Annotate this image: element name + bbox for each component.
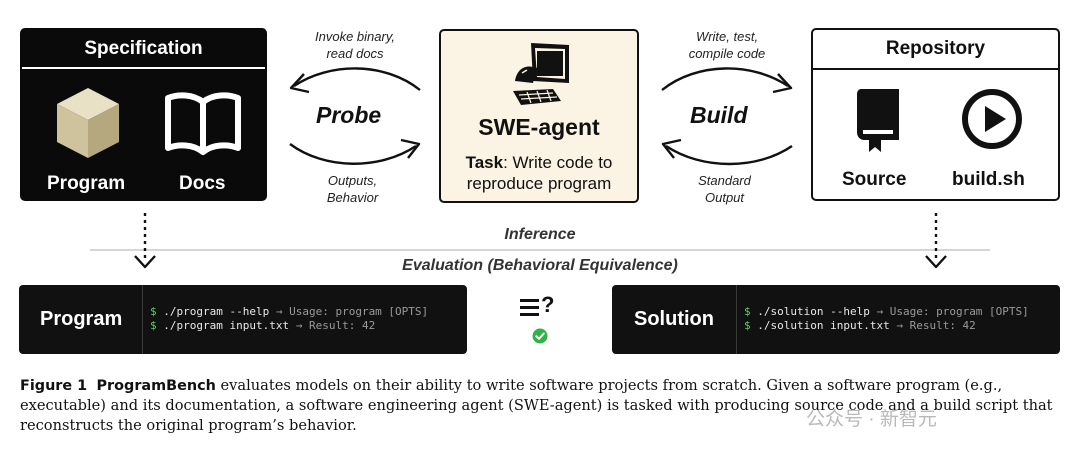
prompt-symbol: $ [744,305,751,318]
swe-agent-title: SWE-agent [478,114,600,140]
task-text: : Write code to [503,153,613,172]
program-out-1: Usage: program [OPTS] [289,305,429,318]
program-terminal-label: Program [40,308,123,330]
arrow: → [295,319,303,332]
program-terminal: Program $ ./program --help → Usage: prog… [19,285,467,354]
program-label: Program [47,173,126,194]
probe-arrows [289,67,421,165]
specification-box: Specification Program Docs [20,28,267,201]
figure-caption: Figure 1 ProgramBench evaluates models o… [20,376,1065,436]
terminal-divider [142,285,143,354]
probe-label: Probe [316,102,382,128]
arrow: → [876,305,884,318]
solution-out-2: Result: 42 [909,319,976,332]
book-icon [165,92,241,155]
inference-label: Inference [504,226,576,243]
prompt-symbol: $ [744,319,751,332]
docs-label: Docs [179,173,226,194]
agent-task: Task: Write code to reproduce program [441,152,637,194]
probe-bottom-text: Outputs, Behavior [326,173,379,205]
swe-agent-box: SWE-agent Task: Write code to reproduce … [439,29,639,203]
build-bottom-text: Standard Output [698,173,751,205]
source-book-icon [857,89,899,152]
arrow: → [896,319,903,332]
solution-cmd-1: ./solution --help [757,305,870,318]
build-label: Build [690,102,748,128]
terminal-divider [736,285,737,354]
caption-text: evaluates models on their ability to wri… [20,377,1053,434]
cube-icon [57,88,119,158]
build-sh-label: build.sh [952,169,1025,190]
source-label: Source [842,169,907,190]
computer-user-icon [513,43,569,105]
watermark: 公众号 · 新智元 [806,409,937,430]
caption-name: ProgramBench [96,378,216,394]
prompt-symbol: $ [150,319,157,332]
arrow: → [275,305,283,318]
probe-top-text: Invoke binary, read docs [315,29,395,61]
program-cmd-1: ./program --help [163,305,270,318]
task-text-line2: reproduce program [466,174,612,193]
check-icon [532,328,548,344]
connector-lines [90,213,990,269]
solution-terminal: Solution $ ./solution --help → Usage: pr… [612,285,1060,354]
specification-title: Specification [22,30,265,69]
evaluation-label: Evaluation (Behavioral Equivalence) [402,257,678,274]
repository-title: Repository [813,30,1058,70]
play-icon [962,89,1022,149]
build-arrows [661,67,793,166]
list-compare-icon [520,299,539,316]
program-cmd-2: ./program input.txt [163,319,290,332]
solution-terminal-label: Solution [634,308,714,330]
repository-box: Repository Source build.sh [811,28,1060,201]
question-mark: ? [541,292,555,317]
figure-number: Figure 1 [20,378,88,394]
program-terminal-lines: $ ./program --help → Usage: program [OPT… [150,305,428,333]
solution-cmd-2: ./solution input.txt [757,319,890,332]
solution-terminal-lines: $ ./solution --help → Usage: program [OP… [744,305,1029,333]
prompt-symbol: $ [150,305,157,318]
program-out-2: Result: 42 [308,319,376,332]
solution-out-1: Usage: program [OPTS] [889,305,1029,318]
task-bold-label: Task [465,153,504,172]
build-top-text: Write, test, compile code [688,29,766,61]
